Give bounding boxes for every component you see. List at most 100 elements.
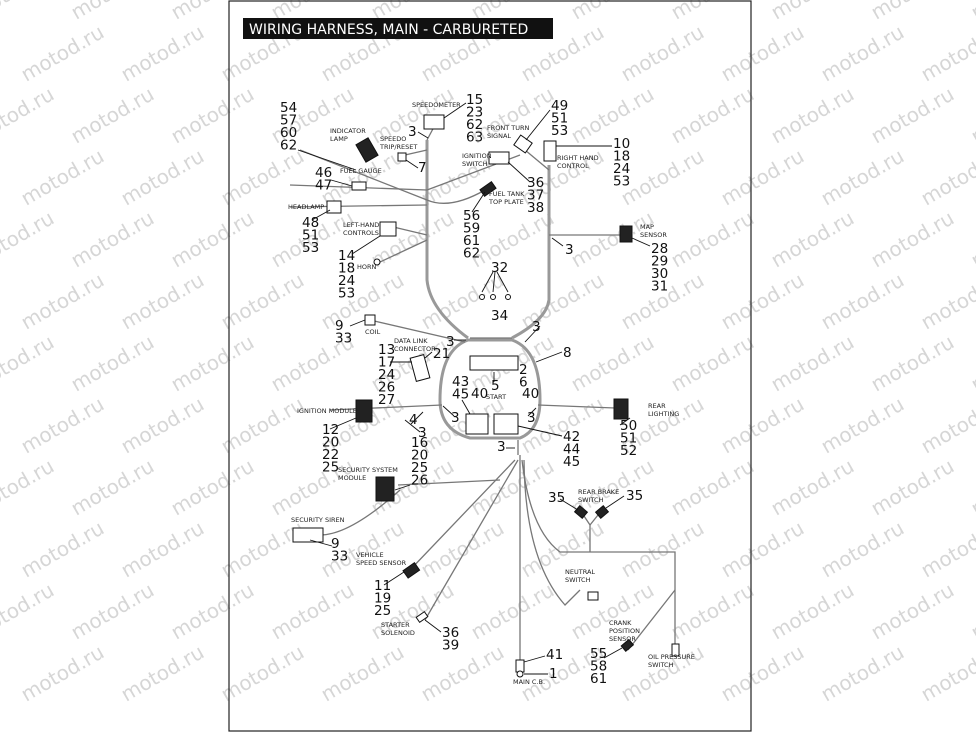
- relay-block-icon: [469, 355, 519, 371]
- callout-number: 10: [613, 136, 630, 152]
- watermark-text: motod.ru: [967, 454, 976, 521]
- watermark-text: motod.ru: [17, 20, 108, 87]
- callout-number: 3: [446, 334, 455, 350]
- watermark-text: motod.ru: [167, 578, 258, 645]
- left-hand-controls-label: LEFT-HAND: [343, 221, 379, 229]
- watermark-text: motod.ru: [267, 454, 358, 521]
- oil-pressure-switch-icon: [671, 643, 680, 657]
- watermark-text: motod.ru: [917, 640, 976, 707]
- callout-number: 51: [551, 111, 568, 127]
- rear-lighting-label: LIGHTING: [648, 410, 679, 418]
- callout-number: 55: [590, 646, 607, 662]
- callout-number: 21: [433, 346, 450, 362]
- watermark-text: motod.ru: [0, 330, 58, 397]
- security-system-module-label: SECURITY SYSTEM: [338, 466, 398, 474]
- oil-pressure-switch-label: SWITCH: [648, 661, 674, 669]
- rear-lighting-label: REAR: [648, 402, 666, 410]
- callout-number: 20: [322, 435, 339, 451]
- watermark-text: motod.ru: [767, 578, 858, 645]
- watermark-text: motod.ru: [217, 144, 308, 211]
- leader-lines: [297, 102, 651, 675]
- callout-number: 3: [532, 319, 541, 335]
- callout-number: 16: [411, 435, 428, 451]
- ignition-switch-icon: [488, 151, 510, 165]
- callout-number: 54: [280, 100, 297, 116]
- watermark-text: motod.ru: [867, 454, 958, 521]
- watermark-text: motod.ru: [67, 454, 158, 521]
- watermark-text: motod.ru: [767, 82, 858, 149]
- right-hand-control-icon: [543, 140, 557, 162]
- callout-number: 60: [280, 125, 297, 141]
- callout-number: 33: [335, 331, 352, 347]
- callout-number: 38: [527, 200, 544, 216]
- watermark-text: motod.ru: [617, 20, 708, 87]
- callout-number: 62: [466, 117, 483, 133]
- leader-line: [523, 655, 546, 663]
- callout-number: 59: [463, 221, 480, 237]
- starter-solenoid-label: SOLENOID: [381, 629, 415, 637]
- vehicle-speed-sensor-label: SPEED SENSOR: [356, 559, 407, 567]
- right-hand-control-label: RIGHT HAND: [557, 154, 599, 162]
- front-turn-signal-icon: [513, 134, 533, 154]
- leader-line: [605, 495, 625, 509]
- callout-number: 14: [338, 248, 355, 264]
- speedo-reset-icon: [397, 152, 407, 162]
- callout-number: 7: [418, 160, 427, 176]
- screw-icon: [505, 294, 511, 300]
- fuel-tank-top-plate-label: FUEL TANK: [489, 190, 525, 198]
- callout-number: 18: [338, 261, 355, 277]
- callout-number: 17: [378, 355, 395, 371]
- callout-number: 53: [551, 123, 568, 139]
- crank-position-sensor-icon: [620, 638, 635, 652]
- watermark-text: motod.ru: [667, 454, 758, 521]
- watermark-text: motod.ru: [817, 268, 908, 335]
- callout-number: 4: [409, 412, 418, 428]
- callout-number: 31: [651, 279, 668, 295]
- leader-line: [424, 619, 442, 633]
- watermark-text: motod.ru: [917, 392, 976, 459]
- callout-number: 28: [651, 241, 668, 257]
- watermark-text: motod.ru: [867, 330, 958, 397]
- watermark-text: motod.ru: [167, 206, 258, 273]
- watermark-text: motod.ru: [117, 268, 208, 335]
- watermark-text: motod.ru: [717, 640, 808, 707]
- watermark-text: motod.ru: [17, 392, 108, 459]
- callout-number: 24: [613, 161, 630, 177]
- watermark-text: motod.ru: [917, 144, 976, 211]
- callout-number: 30: [651, 266, 668, 282]
- watermark-text: motod.ru: [717, 392, 808, 459]
- leader-line: [524, 325, 541, 343]
- watermark-text: motod.ru: [867, 578, 958, 645]
- security-siren-icon: [292, 527, 324, 543]
- watermark-text: motod.ru: [117, 516, 208, 583]
- callout-number: 19: [374, 591, 391, 607]
- callout-number: 13: [378, 342, 395, 358]
- security-system-module-icon: [375, 476, 395, 502]
- crank-position-sensor-label: SENSOR: [609, 635, 636, 643]
- callout-number: 32: [491, 260, 508, 276]
- watermark-text: motod.ru: [67, 206, 158, 273]
- callout-number: 40: [471, 386, 488, 402]
- leader-line: [559, 498, 579, 511]
- watermark-text: motod.ru: [67, 330, 158, 397]
- callout-number: 51: [620, 431, 637, 447]
- callout-number: 11: [374, 578, 391, 594]
- rear-brake-switch-left-icon: [573, 505, 589, 519]
- callout-number: 25: [322, 460, 339, 476]
- watermark-text: motod.ru: [17, 640, 108, 707]
- right-hand-control-label: CONTROL: [557, 162, 589, 170]
- callout-number: 6: [519, 375, 528, 391]
- watermark-text: motod.ru: [17, 516, 108, 583]
- watermark-text: motod.ru: [717, 144, 808, 211]
- callout-number: 33: [331, 549, 348, 565]
- page-frame: [228, 0, 752, 732]
- leader-line: [394, 484, 411, 491]
- component-shapes: [292, 114, 680, 678]
- speedometer-icon: [423, 114, 445, 130]
- callout-number: 35: [626, 488, 643, 504]
- watermark-text: motod.ru: [667, 0, 758, 24]
- callout-number: 36: [527, 175, 544, 191]
- watermark-text: motod.ru: [167, 82, 258, 149]
- ignition-switch-label: IGNITION: [462, 152, 492, 160]
- watermark-text: motod.ru: [217, 640, 308, 707]
